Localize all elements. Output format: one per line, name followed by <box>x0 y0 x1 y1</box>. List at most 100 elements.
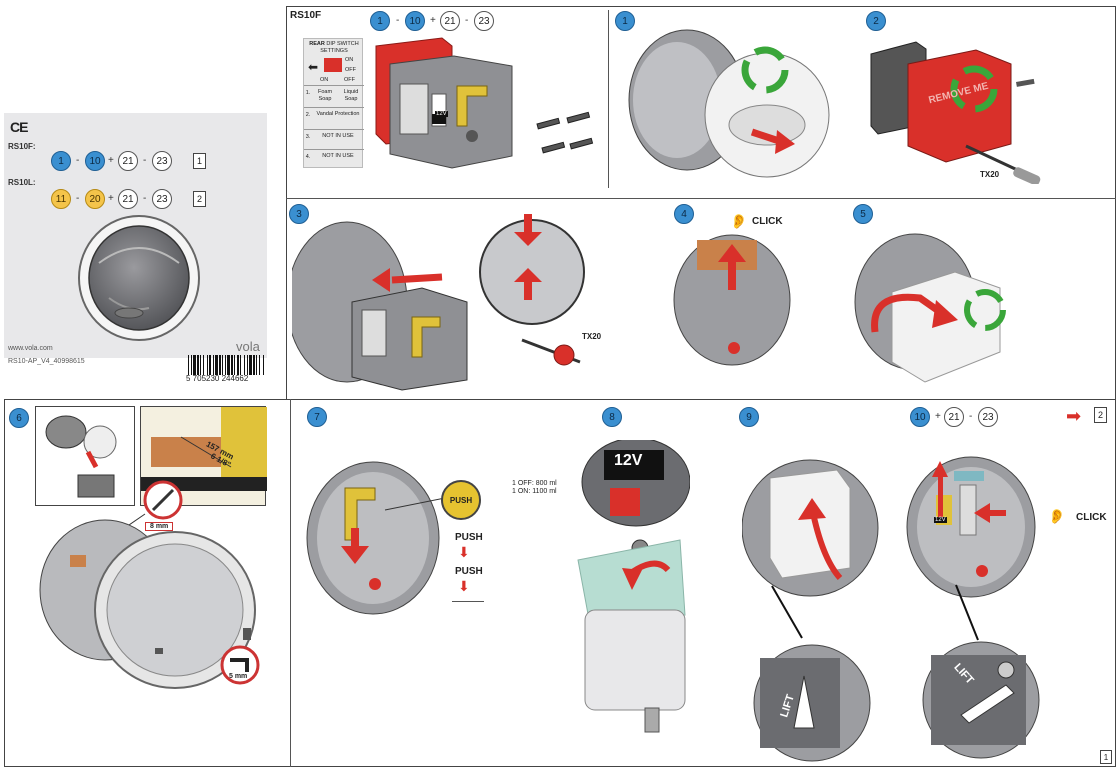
step-badge-5: 5 <box>853 204 873 224</box>
step7-illustration <box>306 461 445 615</box>
badge-step-23: 23 <box>978 407 998 427</box>
rs10f-label: RS10F: <box>8 142 36 151</box>
push-label: PUSH <box>455 532 483 543</box>
product-illustration <box>78 215 200 341</box>
divider <box>452 601 484 602</box>
barcode-bar <box>213 355 214 375</box>
dip-row-num: 2. <box>305 112 311 118</box>
arrow-down-icon: ⬇ <box>458 578 470 594</box>
op: - <box>143 155 147 166</box>
step2-illustration <box>870 41 1041 184</box>
badge-step-21: 21 <box>440 11 460 31</box>
tool-label: TX20 <box>980 170 1000 179</box>
rs10l-label: RS10L: <box>8 178 36 187</box>
push-button-icon: PUSH <box>441 480 481 520</box>
voltage-badge: 12V <box>934 517 947 523</box>
bottom-frame <box>4 399 1116 767</box>
divider <box>290 399 291 767</box>
barcode-bar <box>215 355 218 375</box>
wrench-size-label: 8 mm <box>145 522 174 531</box>
barcode-number: 5 705230 244662 <box>186 374 249 383</box>
step-badge-9: 9 <box>739 407 759 427</box>
divider <box>608 10 609 188</box>
barcode-bar <box>193 355 196 375</box>
op: - <box>396 15 400 26</box>
page-number: 1 <box>1100 750 1112 764</box>
barcode-bar <box>234 355 235 375</box>
capacity-option: 1 OFF: 800 ml <box>512 480 557 487</box>
op: + <box>935 411 941 422</box>
badge-step-10: 10 <box>405 11 425 31</box>
step-badge-1: 1 <box>615 11 635 31</box>
barcode-bar <box>209 355 211 375</box>
page-ref-icon: 1 <box>193 153 206 169</box>
step6-inset <box>35 406 135 506</box>
badge-step-1: 1 <box>51 151 71 171</box>
op: - <box>969 411 973 422</box>
barcode-bar <box>197 355 199 375</box>
dip-switch-table: REAR DIP SWITCH SETTINGS ⬅ ON OFF ON OFF… <box>303 38 364 168</box>
step8-illustration <box>577 440 690 733</box>
step4-illustration <box>673 234 791 366</box>
barcode-bar <box>237 355 239 375</box>
website: www.vola.com <box>8 345 53 352</box>
dip-row-on: NOT IN USE <box>322 153 354 159</box>
recycle-icon <box>964 289 1006 331</box>
step-badge-4: 4 <box>674 204 694 224</box>
step-badge-6: 6 <box>9 408 29 428</box>
dip-title-bold: REAR <box>309 41 325 47</box>
doc-code: RS10-AP_V4_40998615 <box>8 358 85 365</box>
dip-row-num: 3. <box>305 134 311 140</box>
barcode-bar <box>247 355 248 375</box>
dip-title: REAR DIP SWITCH SETTINGS <box>304 41 364 55</box>
step-badge-3: 3 <box>289 204 309 224</box>
dip-row-off: Liquid Soap <box>343 89 359 102</box>
badge-step-20: 20 <box>85 189 105 209</box>
step-badge-2: 2 <box>866 11 886 31</box>
page-ref-icon: 2 <box>193 191 206 207</box>
arrow-left-icon: ⬅ <box>308 60 319 74</box>
barcode-bar <box>191 355 192 375</box>
wrench-size-label: 5 mm <box>229 673 248 680</box>
op: - <box>465 15 469 26</box>
ce-mark: CE <box>10 119 28 135</box>
col-on: ON <box>320 77 329 83</box>
model-title: RS10F <box>290 10 322 21</box>
badge-step-11: 11 <box>51 189 71 209</box>
barcode-bar <box>249 355 252 375</box>
step6-inset-illustration <box>45 415 117 498</box>
barcode-bar <box>231 355 233 375</box>
step-badge-10: 10 <box>910 407 930 427</box>
dip-off-label: OFF <box>345 67 356 73</box>
barcode-bar <box>256 355 257 375</box>
dip-title-rest: DIP SWITCH SETTINGS <box>320 41 359 54</box>
step6-illustration <box>39 480 260 689</box>
barcode <box>188 355 264 375</box>
barcode-bar <box>225 355 226 375</box>
barcode-bar <box>227 355 230 375</box>
next-page-ref: 2 <box>1094 407 1107 423</box>
step10-illustration <box>906 456 1040 759</box>
voltage-display: 12V <box>614 452 643 469</box>
ear-icon: 👂 <box>730 213 748 229</box>
op: + <box>430 15 436 26</box>
badge-step-1: 1 <box>370 11 390 31</box>
dip-row: 4. NOT IN USE <box>304 149 364 168</box>
op: + <box>108 155 114 166</box>
dip-row: 1. Foam Soap Liquid Soap <box>304 85 364 107</box>
col-off: OFF <box>344 77 355 83</box>
dip-row-num: 4. <box>305 154 311 160</box>
barcode-bar <box>200 355 201 375</box>
badge-step-23: 23 <box>152 189 172 209</box>
dip-row-on: NOT IN USE <box>322 133 354 139</box>
barcode-bar <box>259 355 260 375</box>
op: - <box>76 155 80 166</box>
barcode-bar <box>188 355 189 375</box>
step-badge-8: 8 <box>602 407 622 427</box>
voltage-badge: 12V <box>435 111 448 117</box>
badge-step-23: 23 <box>474 11 494 31</box>
brand-logo: vola <box>236 339 260 354</box>
step3-illustration <box>292 214 585 391</box>
dip-on-label: ON <box>345 57 354 63</box>
barcode-bar <box>244 355 245 375</box>
